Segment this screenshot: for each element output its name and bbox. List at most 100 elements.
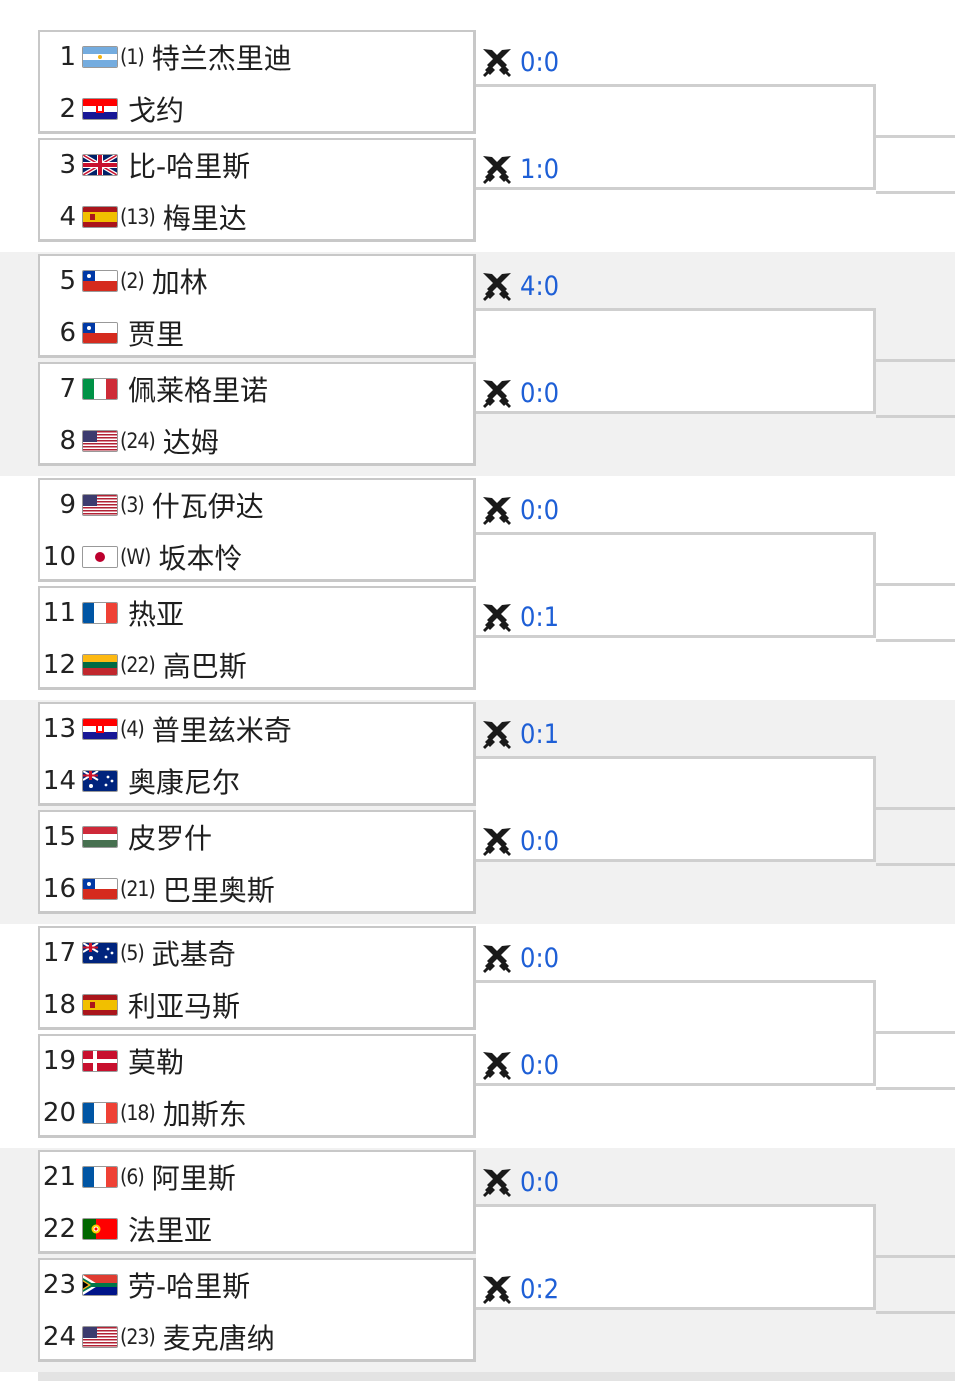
match-score[interactable]: 0:1: [480, 714, 559, 754]
match-box[interactable]: 23 劳-哈里斯 24 (23) 麦克唐纳: [38, 1258, 476, 1362]
player-row[interactable]: 20 (18) 加斯东: [40, 1088, 470, 1138]
player-row[interactable]: 1 (1) 特兰杰里迪: [40, 32, 470, 82]
seed-label: (3): [120, 493, 145, 517]
player-row[interactable]: 3 比-哈里斯: [40, 140, 470, 190]
crossed-swords-icon: [480, 601, 514, 633]
match-box[interactable]: 9 (3) 什瓦伊达 10 (W) 坂本怜: [38, 478, 476, 582]
head-to-head-score[interactable]: 0:1: [520, 601, 560, 633]
player-row[interactable]: 6 贾里: [40, 308, 470, 358]
draw-position: 12: [42, 650, 76, 680]
player-row[interactable]: 18 利亚马斯: [40, 980, 470, 1030]
player-row[interactable]: 24 (23) 麦克唐纳: [40, 1312, 470, 1362]
player-name[interactable]: 坂本怜: [158, 542, 243, 575]
player-row[interactable]: 4 (13) 梅里达: [40, 192, 470, 242]
player-row[interactable]: 17 (5) 武基奇: [40, 928, 470, 978]
match-box[interactable]: 11 热亚 12 (22) 高巴斯: [38, 586, 476, 690]
player-row[interactable]: 7 佩莱格里诺: [40, 364, 470, 414]
player-name[interactable]: 比-哈里斯: [128, 150, 251, 183]
draw-position: 7: [59, 374, 76, 404]
player-row[interactable]: 5 (2) 加林: [40, 256, 470, 306]
match-box[interactable]: 19 莫勒 20 (18) 加斯东: [38, 1034, 476, 1138]
flag-chile-icon: [82, 878, 118, 900]
player-name[interactable]: 什瓦伊达: [151, 490, 264, 523]
player-row[interactable]: 9 (3) 什瓦伊达: [40, 480, 470, 530]
match-box[interactable]: 21 (6) 阿里斯 22 法里亚: [38, 1150, 476, 1254]
player-name[interactable]: 高巴斯: [162, 650, 247, 683]
player-row[interactable]: 14 奥康尼尔: [40, 756, 470, 806]
player-name[interactable]: 普里兹米奇: [151, 714, 292, 747]
flag-hungary-icon: [82, 826, 118, 848]
player-name[interactable]: 奥康尼尔: [128, 766, 241, 799]
match-score[interactable]: 0:0: [480, 1045, 559, 1085]
match-box[interactable]: 17 (5) 武基奇 18 利亚马斯: [38, 926, 476, 1030]
draw-section: 9 (3) 什瓦伊达 10 (W) 坂本怜 11 热亚 12 (22) 高巴斯: [0, 476, 955, 700]
match-box[interactable]: 7 佩莱格里诺 8 (24) 达姆: [38, 362, 476, 466]
player-name[interactable]: 戈约: [128, 94, 185, 127]
match-score[interactable]: 0:1: [480, 597, 559, 637]
player-name[interactable]: 麦克唐纳: [162, 1322, 275, 1355]
player-row[interactable]: 15 皮罗什: [40, 812, 470, 862]
head-to-head-score[interactable]: 0:0: [520, 942, 560, 974]
player-row[interactable]: 21 (6) 阿里斯: [40, 1152, 470, 1202]
player-row[interactable]: 11 热亚: [40, 588, 470, 638]
match-score[interactable]: 0:2: [480, 1269, 559, 1309]
player-name[interactable]: 利亚马斯: [128, 990, 241, 1023]
player-name[interactable]: 莫勒: [128, 1046, 185, 1079]
player-name[interactable]: 巴里奥斯: [162, 874, 275, 907]
match-score[interactable]: 0:0: [480, 1162, 559, 1202]
crossed-swords-icon: [480, 1273, 514, 1305]
player-name[interactable]: 梅里达: [162, 202, 247, 235]
player-name[interactable]: 热亚: [128, 598, 185, 631]
head-to-head-score[interactable]: 0:1: [520, 718, 560, 750]
draw-position: 21: [42, 1162, 76, 1192]
head-to-head-score[interactable]: 0:0: [520, 825, 560, 857]
flag-lithuania-icon: [82, 654, 118, 676]
player-name[interactable]: 皮罗什: [128, 822, 213, 855]
match-score[interactable]: 0:0: [480, 42, 559, 82]
player-name[interactable]: 达姆: [162, 426, 219, 459]
player-name[interactable]: 法里亚: [128, 1214, 213, 1247]
player-name[interactable]: 贾里: [128, 318, 185, 351]
head-to-head-score[interactable]: 0:2: [520, 1273, 560, 1305]
player-name[interactable]: 佩莱格里诺: [128, 374, 269, 407]
match-score[interactable]: 0:0: [480, 373, 559, 413]
head-to-head-score[interactable]: 4:0: [520, 270, 560, 302]
flag-croatia-icon: [82, 718, 118, 740]
player-row[interactable]: 2 戈约: [40, 84, 470, 134]
match-box[interactable]: 3 比-哈里斯 4 (13) 梅里达: [38, 138, 476, 242]
match-score[interactable]: 0:0: [480, 821, 559, 861]
player-name[interactable]: 特兰杰里迪: [151, 42, 292, 75]
player-name[interactable]: 加斯东: [162, 1098, 247, 1131]
player-name[interactable]: 阿里斯: [151, 1162, 236, 1195]
match-score[interactable]: 0:0: [480, 490, 559, 530]
player-row[interactable]: 19 莫勒: [40, 1036, 470, 1086]
head-to-head-score[interactable]: 0:0: [520, 1049, 560, 1081]
player-row[interactable]: 13 (4) 普里兹米奇: [40, 704, 470, 754]
match-box[interactable]: 5 (2) 加林 6 贾里: [38, 254, 476, 358]
player-row[interactable]: 10 (W) 坂本怜: [40, 532, 470, 582]
head-to-head-score[interactable]: 1:0: [520, 153, 560, 185]
flag-usa-icon: [82, 430, 118, 452]
player-name[interactable]: 加林: [151, 266, 208, 299]
player-row[interactable]: 8 (24) 达姆: [40, 416, 470, 466]
head-to-head-score[interactable]: 0:0: [520, 1166, 560, 1198]
player-row[interactable]: 12 (22) 高巴斯: [40, 640, 470, 690]
match-box[interactable]: 1 (1) 特兰杰里迪 2 戈约: [38, 30, 476, 134]
bracket-connector: [876, 583, 955, 586]
flag-spain-icon: [82, 206, 118, 228]
player-row[interactable]: 23 劳-哈里斯: [40, 1260, 470, 1310]
player-name[interactable]: 劳-哈里斯: [128, 1270, 251, 1303]
player-name[interactable]: 武基奇: [151, 938, 236, 971]
flag-croatia-icon: [82, 98, 118, 120]
player-row[interactable]: 22 法里亚: [40, 1204, 470, 1254]
match-box[interactable]: 15 皮罗什 16 (21) 巴里奥斯: [38, 810, 476, 914]
seed-label: (18): [120, 1101, 156, 1125]
match-score[interactable]: 0:0: [480, 938, 559, 978]
match-score[interactable]: 4:0: [480, 266, 559, 306]
match-score[interactable]: 1:0: [480, 149, 559, 189]
head-to-head-score[interactable]: 0:0: [520, 494, 560, 526]
match-box[interactable]: 13 (4) 普里兹米奇 14 奥康尼尔: [38, 702, 476, 806]
player-row[interactable]: 16 (21) 巴里奥斯: [40, 864, 470, 914]
head-to-head-score[interactable]: 0:0: [520, 377, 560, 409]
head-to-head-score[interactable]: 0:0: [520, 46, 560, 78]
